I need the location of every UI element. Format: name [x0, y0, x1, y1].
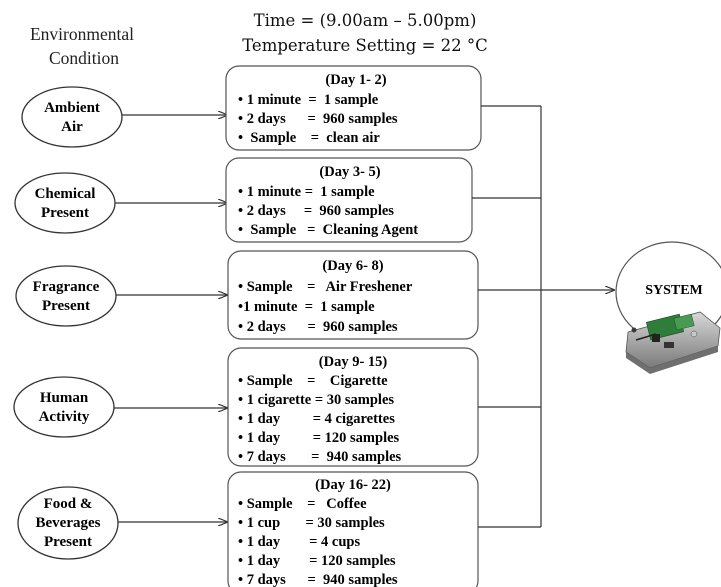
box-line: • 1 minute = 1 sample	[238, 184, 375, 200]
box-line: •1 minute = 1 sample	[238, 299, 375, 315]
box-line: • 1 cigarette = 30 samples	[238, 392, 394, 408]
box-line: • 1 minute = 1 sample	[238, 92, 379, 108]
box-title: (Day 16- 22)	[315, 477, 391, 493]
condition-heading-line1: Environmental	[30, 24, 134, 44]
oval-label: Present	[44, 534, 92, 550]
schedule-box-day-6-8: (Day 6- 8) • Sample = Air Freshener •1 m…	[227, 250, 479, 340]
time-heading: Time = (9.00am – 5.00pm)	[254, 11, 477, 30]
condition-heading-line2: Condition	[49, 48, 119, 68]
oval-label: Present	[41, 205, 89, 221]
box-line: • 1 day = 120 samples	[238, 553, 396, 569]
box-line: • 1 cup = 30 samples	[238, 515, 385, 531]
system-label: SYSTEM	[645, 283, 703, 298]
system-node: SYSTEM	[615, 241, 721, 374]
oval-label: Chemical	[35, 186, 96, 202]
box-line: • Sample = Cigarette	[238, 373, 388, 389]
box-title: (Day 6- 8)	[322, 258, 383, 274]
condition-chemical-present: Chemical Present	[14, 172, 116, 234]
condition-ambient-air: Ambient Air	[21, 86, 123, 148]
oval-label: Ambient	[44, 100, 100, 116]
schedule-box-day-16-22: (Day 16- 22) • Sample = Coffee • 1 cup =…	[227, 471, 479, 587]
box-line: • Sample = clean air	[238, 130, 380, 146]
condition-human-activity: Human Activity	[13, 376, 115, 438]
box-line: • Sample = Cleaning Agent	[238, 222, 418, 238]
temperature-heading: Temperature Setting = 22 °C	[242, 36, 488, 55]
oval-label: Human	[40, 390, 89, 406]
oval-label: Present	[42, 298, 90, 314]
box-line: • 7 days = 940 samples	[238, 572, 398, 587]
oval-label: Beverages	[36, 515, 101, 531]
box-line: • 1 day = 4 cigarettes	[238, 411, 395, 427]
box-line: • Sample = Air Freshener	[238, 279, 413, 295]
oval-label: Air	[61, 119, 83, 135]
condition-food-beverages-present: Food & Beverages Present	[17, 486, 119, 560]
box-line: • 1 day = 120 samples	[238, 430, 400, 446]
box-line: • 1 day = 4 cups	[238, 534, 360, 550]
schedule-box-day-3-5: (Day 3- 5) • 1 minute = 1 sample • 2 day…	[225, 157, 473, 243]
condition-fragrance-present: Fragrance Present	[15, 265, 117, 327]
schedule-box-day-9-15: (Day 9- 15) • Sample = Cigarette • 1 cig…	[227, 347, 479, 467]
box-title: (Day 1- 2)	[325, 72, 386, 88]
box-line: • 2 days = 960 samples	[238, 203, 394, 219]
box-line: • Sample = Coffee	[238, 496, 367, 512]
box-line: • 2 days = 960 samples	[238, 319, 398, 335]
oval-label: Activity	[39, 409, 90, 425]
connector-bus	[472, 105, 542, 528]
box-line: • 2 days = 960 samples	[238, 111, 398, 127]
circuit-board-device-icon	[625, 311, 721, 374]
box-title: (Day 9- 15)	[319, 354, 388, 370]
box-line: • 7 days = 940 samples	[238, 449, 402, 465]
oval-label: Food &	[44, 496, 93, 512]
box-title: (Day 3- 5)	[319, 164, 380, 180]
oval-label: Fragrance	[33, 279, 100, 295]
schedule-box-day-1-2: (Day 1- 2) • 1 minute = 1 sample • 2 day…	[225, 65, 482, 151]
